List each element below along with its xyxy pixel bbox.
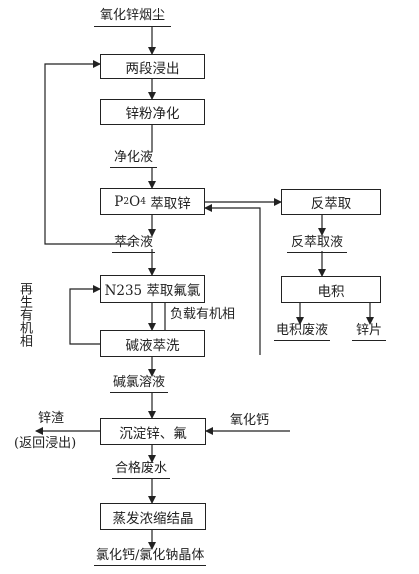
box-n235-extract-fcl: N235 萃取氟氯: [100, 275, 205, 303]
p2o4-sub1: 2: [123, 196, 130, 207]
arrow-raffinate-recycle: [44, 60, 130, 245]
box-alkali-wash: 碱液萃洗: [100, 330, 205, 357]
box-electrowinning: 电积: [281, 276, 381, 303]
stream-alkali-chloride-solution: 碱氯溶液: [110, 376, 169, 393]
stream-loaded-organic: 负载有机相: [170, 307, 236, 322]
box-precipitate-zn-f: 沉淀锌、氟: [100, 418, 206, 445]
stream-purified-solution: 净化液: [110, 151, 158, 168]
input-zinc-oxide-dust: 氧化锌烟尘: [94, 9, 172, 27]
stream-qualified-wastewater: 合格废水: [112, 462, 171, 479]
p2o4-suffix: 萃取锌: [145, 195, 191, 212]
stream-zinc-sheet: 锌片: [352, 324, 387, 341]
p2o4-mid: O: [129, 193, 141, 210]
box-two-stage-leach: 两段浸出: [100, 54, 205, 79]
p2o4-sub2: 4: [140, 196, 146, 207]
stream-final-product: 氯化钙/氯化钠晶体: [94, 549, 207, 566]
stream-back-extract-solution: 反萃取液: [287, 236, 348, 253]
input-calcium-oxide: 氧化钙: [230, 413, 270, 428]
stream-raffinate: 萃余液: [112, 236, 156, 253]
box-back-extraction: 反萃取: [281, 189, 381, 215]
arrow-spent-recycle: [204, 204, 261, 355]
stream-regenerated-organic: 再生有机相: [17, 282, 32, 347]
stream-zinc-residue: 锌渣: [38, 411, 65, 426]
arrow-regenerated-organic: [69, 285, 101, 345]
p2o4-prefix: P: [114, 193, 124, 210]
box-zinc-powder-purify: 锌粉净化: [100, 99, 205, 125]
stream-spent-electrolyte: 电积废液: [274, 324, 331, 341]
stream-return-to-leach: (返回浸出): [14, 436, 77, 451]
box-evaporate-crystallize: 蒸发浓缩结晶: [100, 503, 206, 530]
